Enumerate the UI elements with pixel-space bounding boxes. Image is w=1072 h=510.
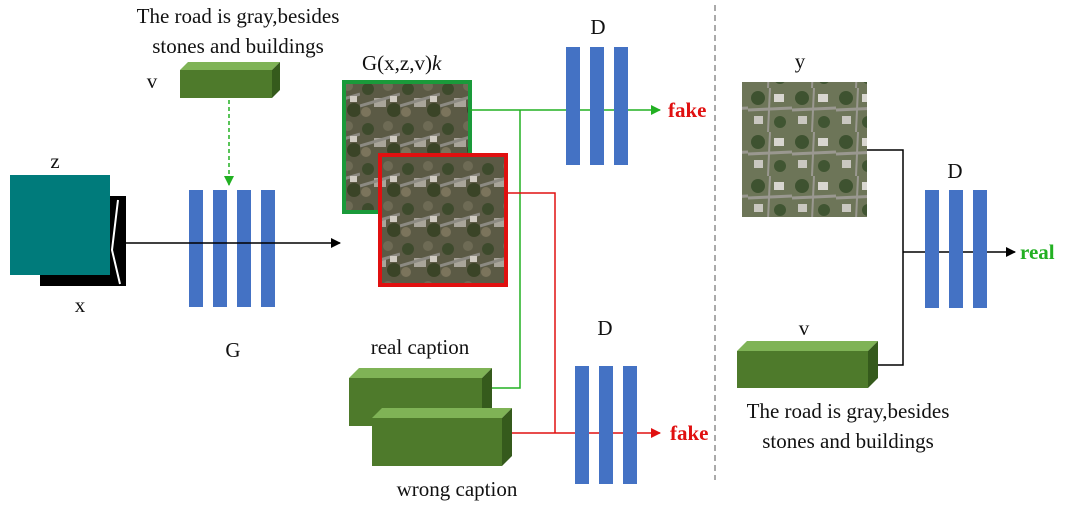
discriminator-bottom-bars <box>575 366 637 484</box>
line-right-connector <box>867 149 904 366</box>
line-real-caption-to-d <box>492 110 521 389</box>
g-label: G <box>225 338 240 362</box>
gen-output-label: G(x,z,v)k <box>362 51 442 75</box>
d-bottom-label: D <box>597 316 612 340</box>
line-red-image-down <box>506 192 556 433</box>
discriminator-right-bars <box>925 190 987 308</box>
text-embedding-box-top <box>180 62 280 98</box>
z-noise-block <box>10 175 110 275</box>
text-embedding-box-right <box>737 341 878 388</box>
y-label: y <box>795 49 806 73</box>
wrong-caption-label: wrong caption <box>397 477 518 501</box>
z-label: z <box>50 149 59 173</box>
caption-top-line2: stones and buildings <box>152 34 324 58</box>
generated-image-red <box>378 153 508 287</box>
v-label-right: v <box>799 316 810 340</box>
caption-right-line1: The road is gray,besides <box>747 399 950 423</box>
discriminator-top-bars <box>566 47 628 165</box>
real-image-y <box>742 82 867 217</box>
wrong-caption-box <box>372 408 512 466</box>
x-label: x <box>75 293 86 317</box>
v-label-top: v <box>147 69 158 93</box>
caption-right-line2: stones and buildings <box>762 429 934 453</box>
fake-bottom-label: fake <box>670 421 709 445</box>
generator-bars <box>189 190 275 307</box>
d-top-label: D <box>590 15 605 39</box>
real-caption-label: real caption <box>371 335 470 359</box>
caption-top-line1: The road is gray,besides <box>137 4 340 28</box>
d-right-label: D <box>947 159 962 183</box>
fake-top-label: fake <box>668 98 707 122</box>
real-output-label: real <box>1020 240 1055 264</box>
